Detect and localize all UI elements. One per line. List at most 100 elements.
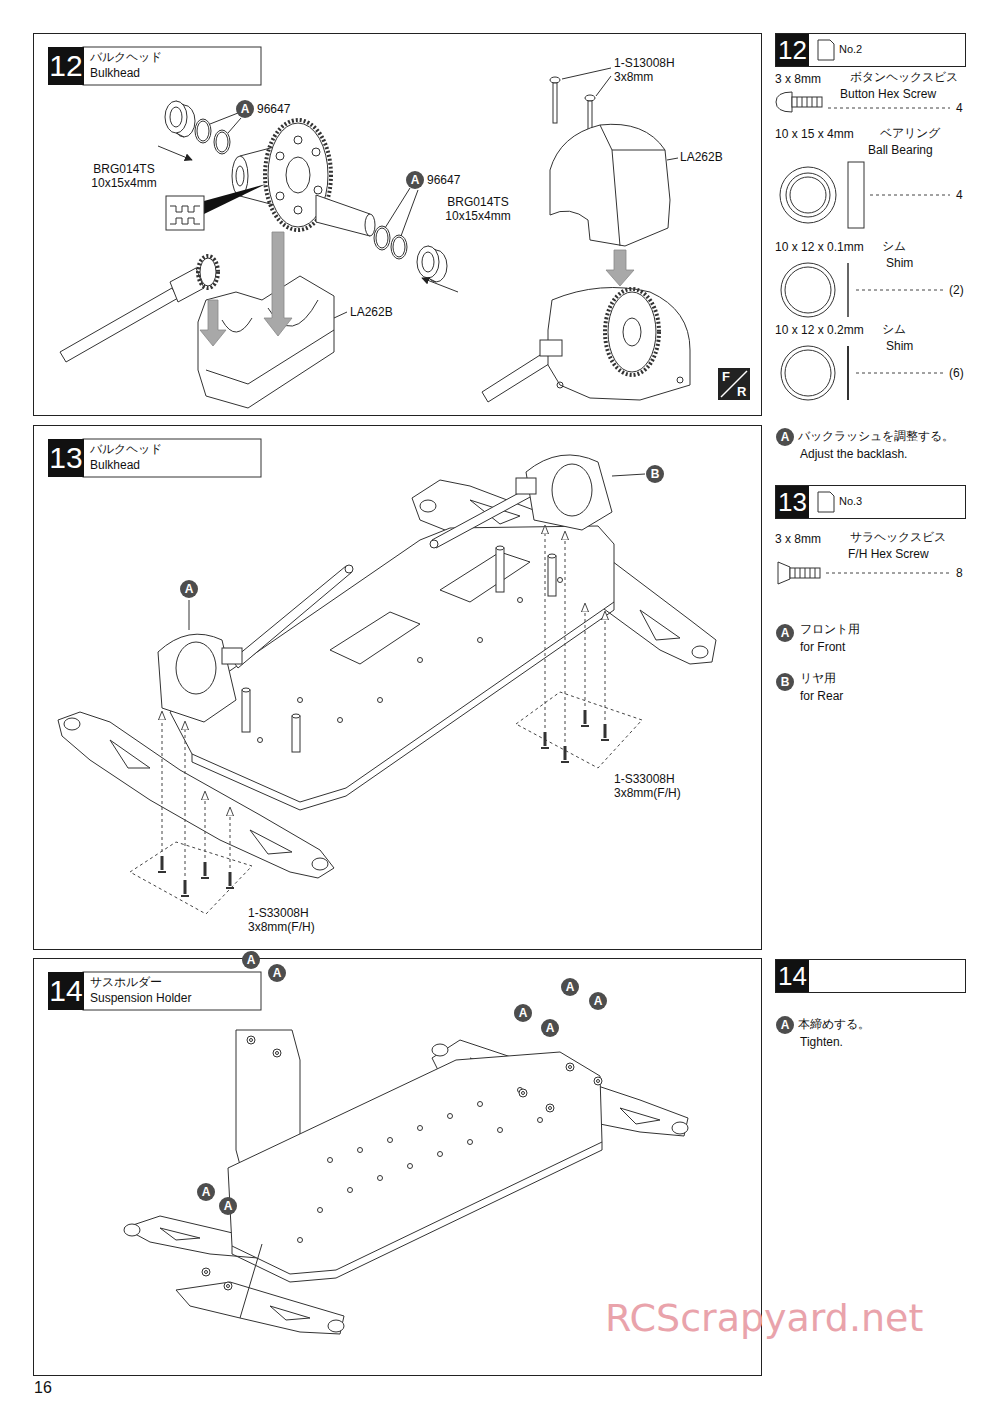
- part-label: 4: [956, 101, 963, 115]
- part-label: シム: [882, 239, 906, 253]
- step-number: 13: [776, 486, 809, 518]
- step-title: バルクヘッド: [90, 50, 260, 64]
- step-title: バルクヘッド: [90, 442, 260, 456]
- part-label: 10 x 15 x 4mm: [775, 127, 854, 141]
- callout-letter: A: [561, 978, 579, 996]
- part-label: LA262B: [680, 150, 723, 164]
- part-label: 3 x 8mm: [775, 532, 821, 546]
- washers: [202, 1036, 602, 1290]
- part-label: 96647: [427, 173, 460, 187]
- part-label: Shim: [886, 339, 913, 353]
- parts-bag-header: 12 No.2: [775, 33, 966, 67]
- bearing-right: [417, 246, 447, 282]
- front-bulkhead: [158, 565, 353, 722]
- callout-letter: A: [589, 992, 607, 1010]
- part-label: サラヘックスビス: [850, 530, 946, 544]
- part-label: 4: [956, 188, 963, 202]
- part-label: フロント用: [800, 622, 860, 636]
- part-label: ボタンヘックスビス: [850, 70, 958, 84]
- callout-letter: A: [236, 100, 254, 118]
- front-rear-icon: [718, 368, 750, 400]
- step-title: サスホルダー: [90, 975, 260, 989]
- step-number: 13: [48, 439, 84, 477]
- assembled-bulkhead: [482, 288, 690, 403]
- watermark: RCScrapyard.net: [605, 1296, 923, 1342]
- backlash-inset: [166, 184, 266, 230]
- step-panel: 12バルクヘッドBulkhead: [33, 33, 762, 416]
- bearing-left: [165, 101, 195, 137]
- part-label: LA262B: [350, 305, 393, 319]
- part-label: 1-S13008H 3x8mm: [614, 56, 694, 85]
- part-label: F/H Hex Screw: [848, 547, 929, 561]
- part-label: Button Hex Screw: [840, 87, 936, 101]
- callout-letter: A: [514, 1004, 532, 1022]
- callout-letter: A: [776, 624, 794, 642]
- parts-bag-header: 14: [775, 959, 966, 993]
- front-screws: [130, 712, 252, 914]
- part-label: 8: [956, 566, 963, 580]
- chassis-plate: [170, 526, 614, 810]
- rear-screws: [516, 526, 642, 768]
- part-label: 3 x 8mm: [775, 72, 821, 86]
- part-label: 1-S33008H 3x8mm(F/H): [248, 906, 338, 935]
- header-frames: [83, 47, 261, 1010]
- lower-housing: [198, 276, 334, 408]
- bag-number: No.2: [839, 43, 939, 56]
- callout-letter: A: [406, 171, 424, 189]
- callout-letter: A: [219, 1197, 237, 1215]
- callout-letter: A: [541, 1019, 559, 1037]
- parts-bag-header: 13 No.3: [775, 485, 966, 519]
- part-label: シム: [882, 322, 906, 336]
- part-label: リヤ用: [800, 671, 836, 685]
- shims-right: [374, 226, 407, 259]
- shim-icons: [781, 263, 848, 400]
- callout-letter: A: [776, 428, 794, 446]
- callout-letter: A: [180, 580, 198, 598]
- step-title: Suspension Holder: [90, 991, 260, 1005]
- part-label: 10 x 12 x 0.2mm: [775, 323, 864, 337]
- part-label: for Rear: [800, 689, 843, 703]
- page-number: 16: [34, 1378, 52, 1397]
- part-label: BRG014TS 10x15x4mm: [436, 195, 520, 224]
- step-title: Bulkhead: [90, 458, 260, 472]
- part-label: Tighten.: [800, 1035, 843, 1049]
- button-screw-icon: [776, 92, 822, 112]
- part-label: ベアリング: [880, 126, 940, 140]
- step-panel: 14サスホルダーSuspension Holder: [33, 958, 762, 1376]
- step-number: 12: [48, 47, 84, 85]
- pinion-shaft: [60, 256, 218, 362]
- part-label: 10 x 12 x 0.1mm: [775, 240, 864, 254]
- step-number: 12: [776, 34, 809, 66]
- part-label: for Front: [800, 640, 845, 654]
- callout-letter: B: [776, 673, 794, 691]
- callout-letter: A: [197, 1183, 215, 1201]
- part-label: Adjust the backlash.: [800, 447, 907, 461]
- icon-letter: F: [722, 369, 730, 385]
- shims-left: [195, 119, 230, 154]
- chassis-plate-14: [228, 1030, 602, 1318]
- callout-letter: A: [776, 1016, 794, 1034]
- step-number: 14: [776, 960, 809, 992]
- rear-bulkhead: [430, 455, 612, 548]
- part-label: バックラッシュを調整する。: [798, 429, 954, 443]
- callout-letter: A: [268, 964, 286, 982]
- icon-letter: R: [737, 384, 746, 400]
- differential: [232, 120, 375, 236]
- part-label: BRG014TS 10x15x4mm: [82, 162, 166, 191]
- flat-head-screw-icon: [778, 562, 820, 584]
- part-label: Shim: [886, 256, 913, 270]
- bag-number: No.3: [839, 495, 939, 508]
- step-panel: 13 バルクヘッド Bulkhead: [33, 425, 762, 950]
- part-label: 1-S33008H 3x8mm(F/H): [614, 772, 704, 801]
- part-label: (6): [949, 366, 964, 380]
- callout-letter: B: [646, 465, 664, 483]
- upper-housing: [550, 124, 670, 246]
- part-label: (2): [949, 283, 964, 297]
- part-label: Ball Bearing: [868, 143, 933, 157]
- posts: [242, 546, 556, 752]
- screws-top: [550, 77, 595, 137]
